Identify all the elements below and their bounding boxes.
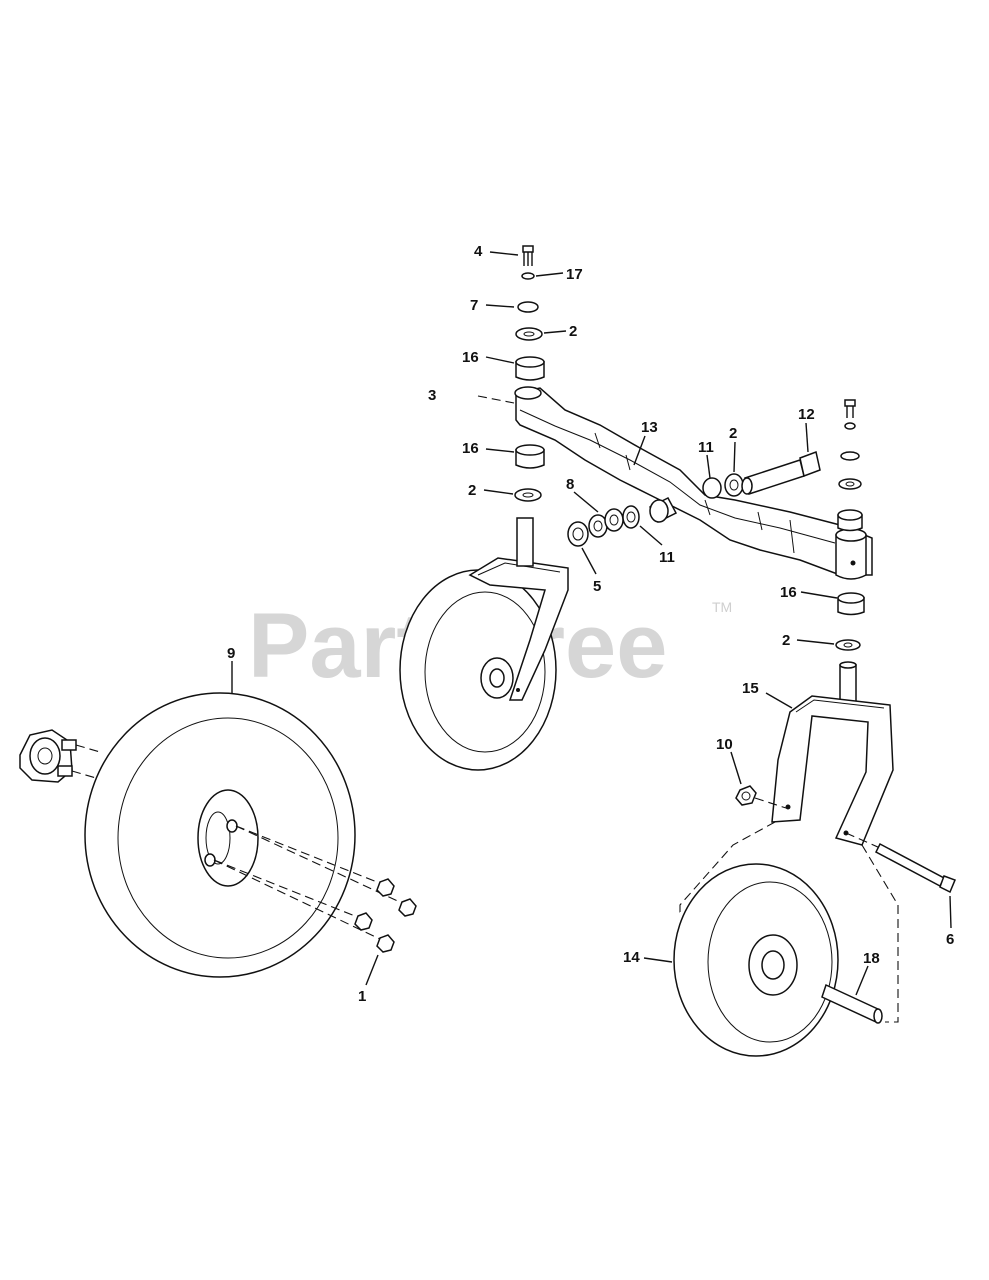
front-washer-stack [567, 505, 640, 547]
right-fork [771, 661, 894, 846]
front-caster-wheel [399, 517, 569, 771]
callout-6: 6 [946, 931, 954, 948]
callout-11: 11 [698, 439, 714, 456]
callout-5: 5 [593, 578, 601, 595]
callout-18: 18 [863, 950, 880, 967]
pivot-bolt-assembly [702, 450, 821, 499]
callout-15: 15 [742, 680, 759, 697]
left-hardware-stack [514, 245, 545, 502]
axle-pin-6 [845, 832, 956, 894]
callout-7: 7 [470, 297, 478, 314]
leader-lines [231, 251, 952, 996]
callout-3: 3 [428, 387, 436, 404]
callout-16: 16 [780, 584, 797, 601]
callout-12: 12 [798, 406, 815, 423]
callout-14: 14 [623, 949, 640, 966]
callout-2: 2 [782, 632, 790, 649]
callout-2: 2 [569, 323, 577, 340]
callout-8: 8 [566, 476, 574, 493]
rear-wheel [19, 692, 405, 978]
nut-10 [735, 785, 787, 809]
right-hardware-stack [835, 399, 865, 651]
callout-10: 10 [716, 736, 733, 753]
callout-labels: 4 17 7 2 16 3 16 2 13 11 2 12 8 11 5 16 … [227, 243, 954, 1005]
callout-11: 11 [659, 549, 675, 566]
callout-16: 16 [462, 349, 479, 366]
callout-1: 1 [358, 988, 366, 1005]
callout-17: 17 [566, 266, 583, 283]
lug-nuts [354, 878, 417, 953]
callout-16: 16 [462, 440, 479, 457]
watermark-tm: TM [712, 599, 732, 615]
callout-9: 9 [227, 645, 235, 662]
callout-2: 2 [729, 425, 737, 442]
callout-4: 4 [474, 243, 483, 260]
callout-2: 2 [468, 482, 476, 499]
callout-13: 13 [641, 419, 658, 436]
axle-beam [514, 386, 873, 580]
right-caster-wheel [673, 821, 899, 1057]
